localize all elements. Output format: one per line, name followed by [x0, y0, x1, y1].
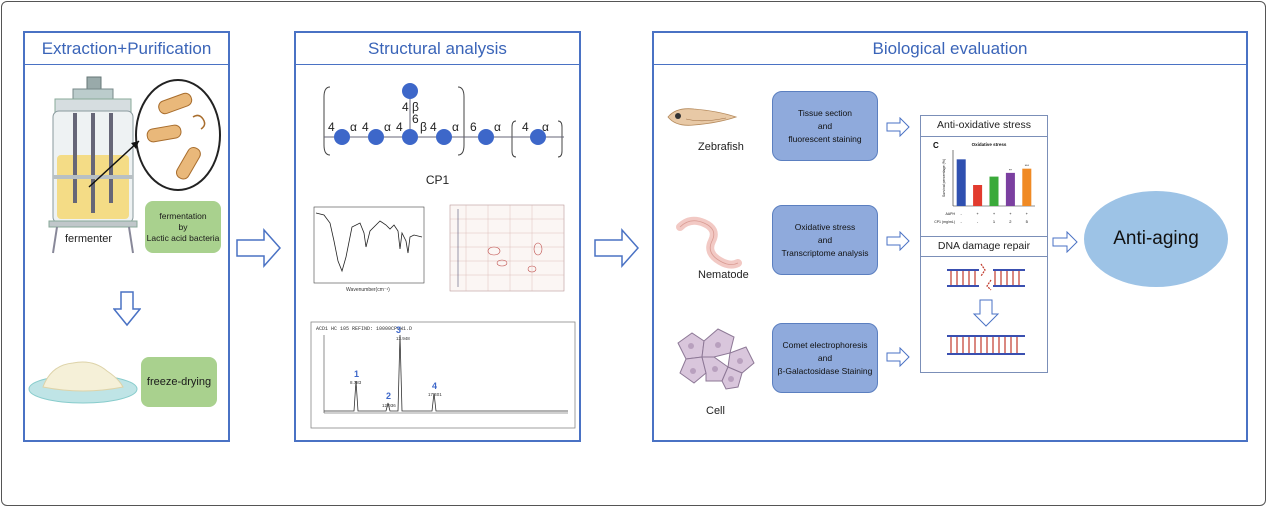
treatment-value: +	[976, 211, 979, 216]
link-label: α	[384, 120, 391, 134]
treatment-value: +	[1026, 211, 1029, 216]
peak-label: 4	[432, 381, 437, 391]
peak-label: 2	[386, 391, 391, 401]
fermenter-label: fermenter	[65, 233, 113, 245]
bacteria-illustration	[135, 79, 221, 191]
biological-panel: Biological evaluation Zebrafish Nematode…	[652, 31, 1248, 442]
significance-mark: **	[1009, 168, 1012, 172]
extraction-panel: Extraction+Purification fermenter fermen…	[23, 31, 230, 442]
treatment-value: 1	[993, 219, 996, 224]
cp1-structure: 4 α 4 α 4 6 β 4 α 6 α 4 α 4 β	[323, 83, 564, 158]
assay-box-cell: Comet electrophoresis and β-Galactosidas…	[772, 323, 878, 393]
small-arrow	[886, 231, 910, 251]
peak-time: 8.783	[350, 380, 362, 385]
link-label: 4	[522, 120, 529, 134]
structural-title: Structural analysis	[296, 33, 579, 65]
result-title-dna-repair: DNA damage repair	[937, 240, 1031, 252]
link-label: 4	[396, 120, 403, 134]
cp1-label: CP1	[425, 173, 450, 187]
fermenter-illustration	[48, 76, 138, 254]
cell-illustration	[677, 328, 755, 390]
organism-label-cell: Cell	[706, 405, 725, 417]
link-label: 4	[328, 120, 335, 134]
peak-label: 1	[354, 369, 359, 379]
treatment-value: 2	[1009, 219, 1012, 224]
assay-box-zebrafish: Tissue section and fluorescent staining	[772, 91, 878, 161]
outcome-arrow	[1052, 231, 1078, 253]
chart-bar	[956, 159, 966, 206]
freeze-drying-box: freeze-drying	[141, 357, 217, 407]
organism-label-nematode: Nematode	[698, 269, 749, 281]
chart-title: Oxidative stress	[972, 142, 1007, 147]
small-arrow	[886, 117, 910, 137]
treatment-value: -	[961, 219, 963, 224]
nematode-illustration	[676, 216, 742, 269]
nmr-2d-spectrum	[449, 204, 565, 292]
row1-label: AAPH	[945, 212, 955, 216]
treatment-value: -	[961, 211, 963, 216]
link-label: 6	[412, 112, 419, 126]
dna-repair-illustration	[947, 263, 1025, 355]
small-arrow	[886, 347, 910, 367]
ir-spectrum: Wavenumber(cm⁻¹)	[313, 206, 425, 293]
extraction-title: Extraction+Purification	[25, 33, 228, 65]
zebrafish-illustration	[667, 108, 738, 126]
link-label: 4	[362, 120, 369, 134]
treatment-value: 5	[1026, 219, 1029, 224]
hplc-chromatogram: ACD1 HC 105 REFIND: 10000CP0W1.D 1 8.783…	[310, 321, 576, 429]
peak-time: 12.936	[382, 403, 396, 408]
flow-arrow-2	[594, 228, 640, 268]
ir-xlabel: Wavenumber(cm⁻¹)	[346, 287, 390, 293]
flow-arrow-1	[236, 228, 282, 268]
anti-aging-ellipse: Anti-aging	[1084, 191, 1228, 287]
peak-label: 3	[396, 325, 401, 335]
powder-illustration	[28, 361, 138, 404]
treatment-value: +	[1009, 211, 1012, 216]
zoom-arrow	[88, 140, 140, 188]
chart-bar	[1022, 168, 1032, 206]
biological-title: Biological evaluation	[654, 33, 1246, 65]
result-title-antioxidative: Anti-oxidative stress	[937, 119, 1031, 131]
fermentation-box: fermentation by Lactic acid bacteria	[145, 201, 221, 253]
link-label: α	[452, 120, 459, 134]
peak-time: 13.948	[396, 336, 410, 341]
result-divider	[921, 136, 1047, 137]
chart-ylabel: Survival percentage (%)	[942, 159, 946, 197]
result-divider	[921, 236, 1047, 237]
organism-label-zebrafish: Zebrafish	[698, 141, 744, 153]
significance-mark: ***	[1025, 164, 1030, 168]
branch-link-label: 4 β	[402, 100, 419, 114]
results-column: Anti-oxidative stress C Oxidative stress…	[920, 115, 1048, 373]
link-label: α	[494, 120, 501, 134]
down-arrow	[113, 291, 141, 327]
hplc-header: ACD1 HC 105 REFIND: 10000CP0W1.D	[316, 326, 412, 332]
assay-box-nematode: Oxidative stress and Transcriptome analy…	[772, 205, 878, 275]
row2-label: CP1 (mg/mL)	[934, 220, 955, 224]
chart-bar	[989, 176, 999, 206]
link-label: α	[542, 120, 549, 134]
chart-bar	[1005, 172, 1015, 206]
link-label: 6	[470, 120, 477, 134]
peak-time: 17.401	[428, 392, 442, 397]
chart-bar	[973, 185, 983, 206]
outcome-label: Anti-aging	[1113, 228, 1199, 249]
link-label: β	[420, 120, 427, 134]
survival-bar-chart: C Oxidative stress Survival percentage (…	[933, 141, 1035, 224]
result-divider	[921, 256, 1047, 257]
link-label: 4	[430, 120, 437, 134]
link-label: α	[350, 120, 357, 134]
treatment-value: +	[993, 211, 996, 216]
structural-panel: Structural analysis 4 α 4 α 4 6 β 4 α 6 …	[294, 31, 581, 442]
chart-panel-letter: C	[933, 141, 939, 150]
treatment-value: -	[977, 219, 979, 224]
